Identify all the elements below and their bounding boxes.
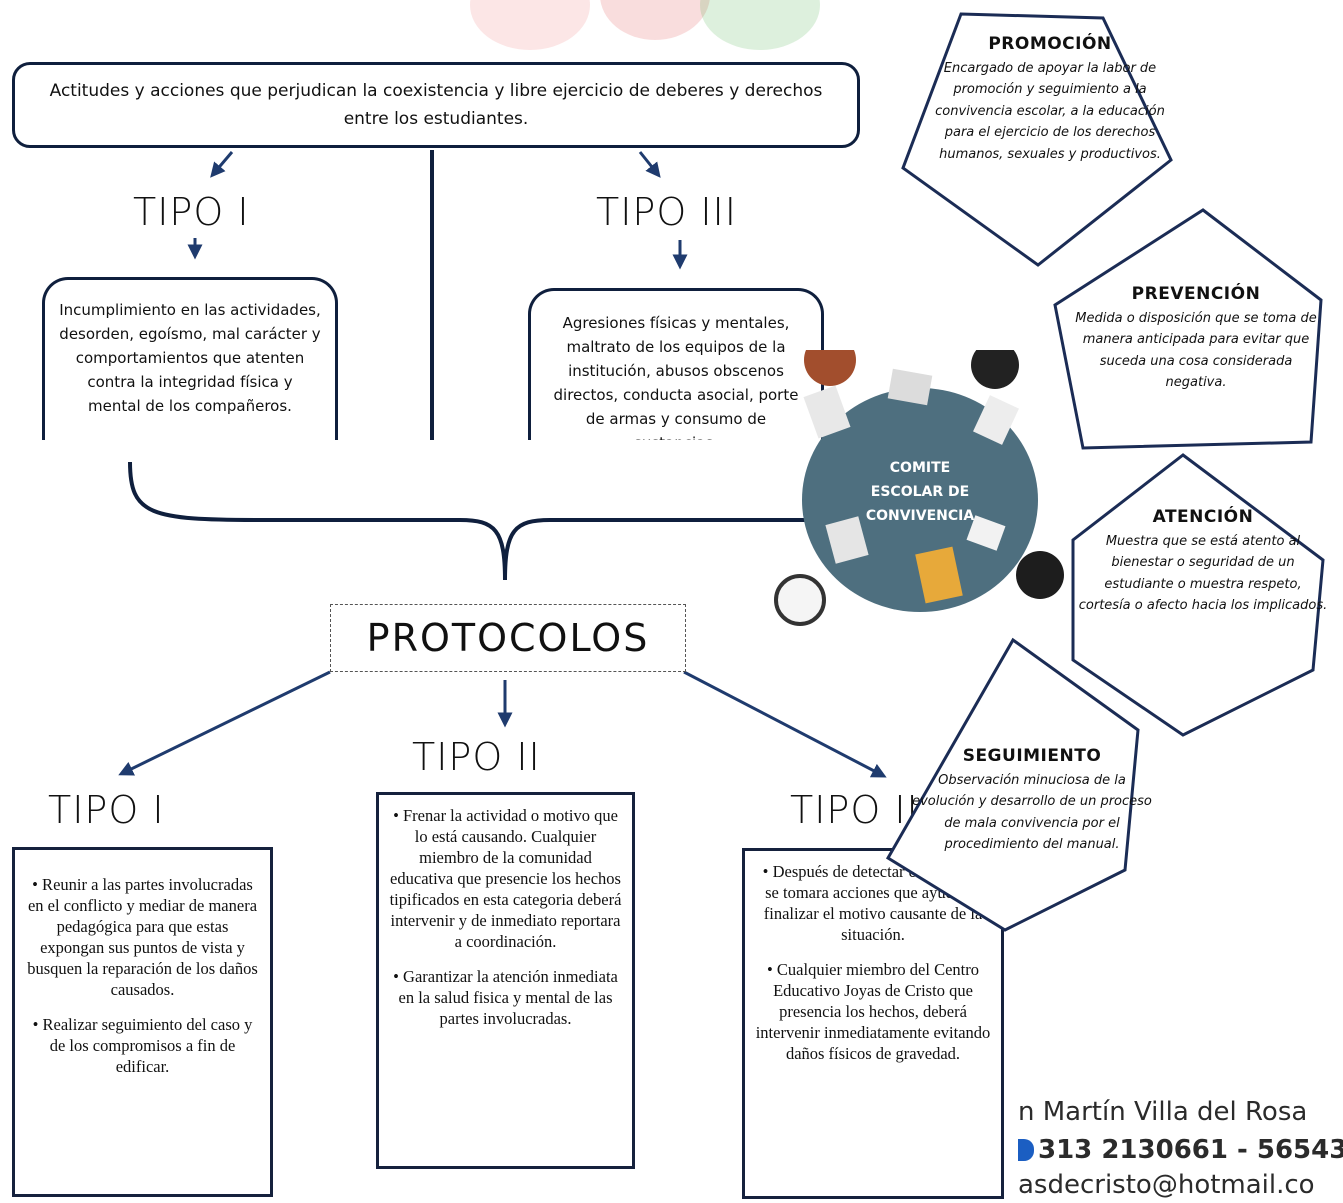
prevencion-panel: PREVENCIÓN Medida o disposición que se t…: [1072, 284, 1320, 394]
seguimiento-title: SEGUIMIENTO: [962, 746, 1102, 766]
promocion-title: PROMOCIÓN: [988, 34, 1112, 54]
protocolos-box: PROTOCOLOS: [330, 604, 686, 672]
curly-brace: [128, 461, 820, 581]
upper-tipo3-heading: TIPO III: [596, 190, 737, 234]
protocol-tipo3-item: • Cualquier miembro del Centro Educativo…: [755, 960, 991, 1063]
comite-label: COMITE: [890, 460, 950, 476]
pentagon-seguimiento: [885, 637, 1140, 932]
phone-icon: [1018, 1139, 1034, 1161]
top-description-text: Actitudes y acciones que perjudican la c…: [49, 81, 823, 129]
protocol-tipo2-item: • Frenar la actividad o motivo que lo es…: [389, 806, 622, 951]
protocol-tipo1-item: • Reunir a las partes involucradas en el…: [27, 875, 258, 999]
arrow-protocolos-tipo3: [683, 670, 887, 778]
protocol-tipo1-heading: TIPO I: [48, 788, 165, 832]
seguimiento-text: Observación minuciosa de la evolución y …: [912, 772, 1152, 853]
promocion-text: Encargado de apoyar la labor de promoció…: [935, 60, 1165, 162]
contact-email: asdecristo@hotmail.co: [1018, 1170, 1315, 1200]
upper-tipo3-box: Agresiones físicas y mentales, maltrato …: [528, 288, 824, 440]
arrow-top-to-tipo3: [638, 151, 661, 178]
pentagon-atencion: [1071, 453, 1325, 737]
protocol-tipo1-box: • Reunir a las partes involucradas en el…: [12, 847, 273, 1197]
seguimiento-panel: SEGUIMIENTO Observación minuciosa de la …: [912, 746, 1152, 856]
arrow-top-to-tipo1: [210, 151, 234, 178]
upper-tipo3-text: Agresiones físicas y mentales, maltrato …: [553, 314, 799, 440]
contact-phone: 313 2130661 - 56543: [1038, 1135, 1343, 1165]
contact-address: n Martín Villa del Rosa: [1018, 1097, 1308, 1127]
contact-phone-row: 313 2130661 - 56543: [1018, 1135, 1343, 1165]
pentagon-shapes: [885, 12, 1325, 932]
comite-label: ESCOLAR DE: [871, 484, 969, 500]
top-description-box: Actitudes y acciones que perjudican la c…: [12, 62, 860, 148]
atencion-title: ATENCIÓN: [1152, 507, 1254, 527]
pentagon-prevencion: [1053, 208, 1323, 450]
upper-tipo1-heading: TIPO I: [133, 190, 250, 234]
promocion-panel: PROMOCIÓN Encargado de apoyar la labor d…: [925, 34, 1175, 165]
arrow-protocolos-tipo1: [118, 670, 331, 776]
atencion-panel: ATENCIÓN Muestra que se está atento al b…: [1078, 507, 1328, 617]
pentagon-promocion: [901, 12, 1173, 267]
protocol-tipo1-item: • Realizar seguimiento del caso y de los…: [32, 1015, 253, 1076]
protocolos-label: PROTOCOLOS: [366, 616, 650, 660]
protocol-tipo2-item: • Garantizar la atención inmediata en la…: [393, 967, 618, 1028]
prevencion-text: Medida o disposición que se toma de mane…: [1075, 310, 1317, 391]
atencion-text: Muestra que se está atento al bienestar …: [1078, 533, 1328, 614]
upper-tipo1-box: Incumplimiento en las actividades, desor…: [42, 277, 338, 440]
protocol-tipo2-box: • Frenar la actividad o motivo que lo es…: [376, 792, 635, 1169]
protocol-tipo2-heading: TIPO II: [412, 735, 541, 779]
upper-tipo1-text: Incumplimiento en las actividades, desor…: [59, 301, 321, 415]
comite-label: CONVIVENCIA: [866, 508, 975, 524]
meeting-table-illustration: COMITE ESCOLAR DE CONVIVENCIA: [774, 350, 1064, 626]
prevencion-title: PREVENCIÓN: [1131, 284, 1261, 304]
